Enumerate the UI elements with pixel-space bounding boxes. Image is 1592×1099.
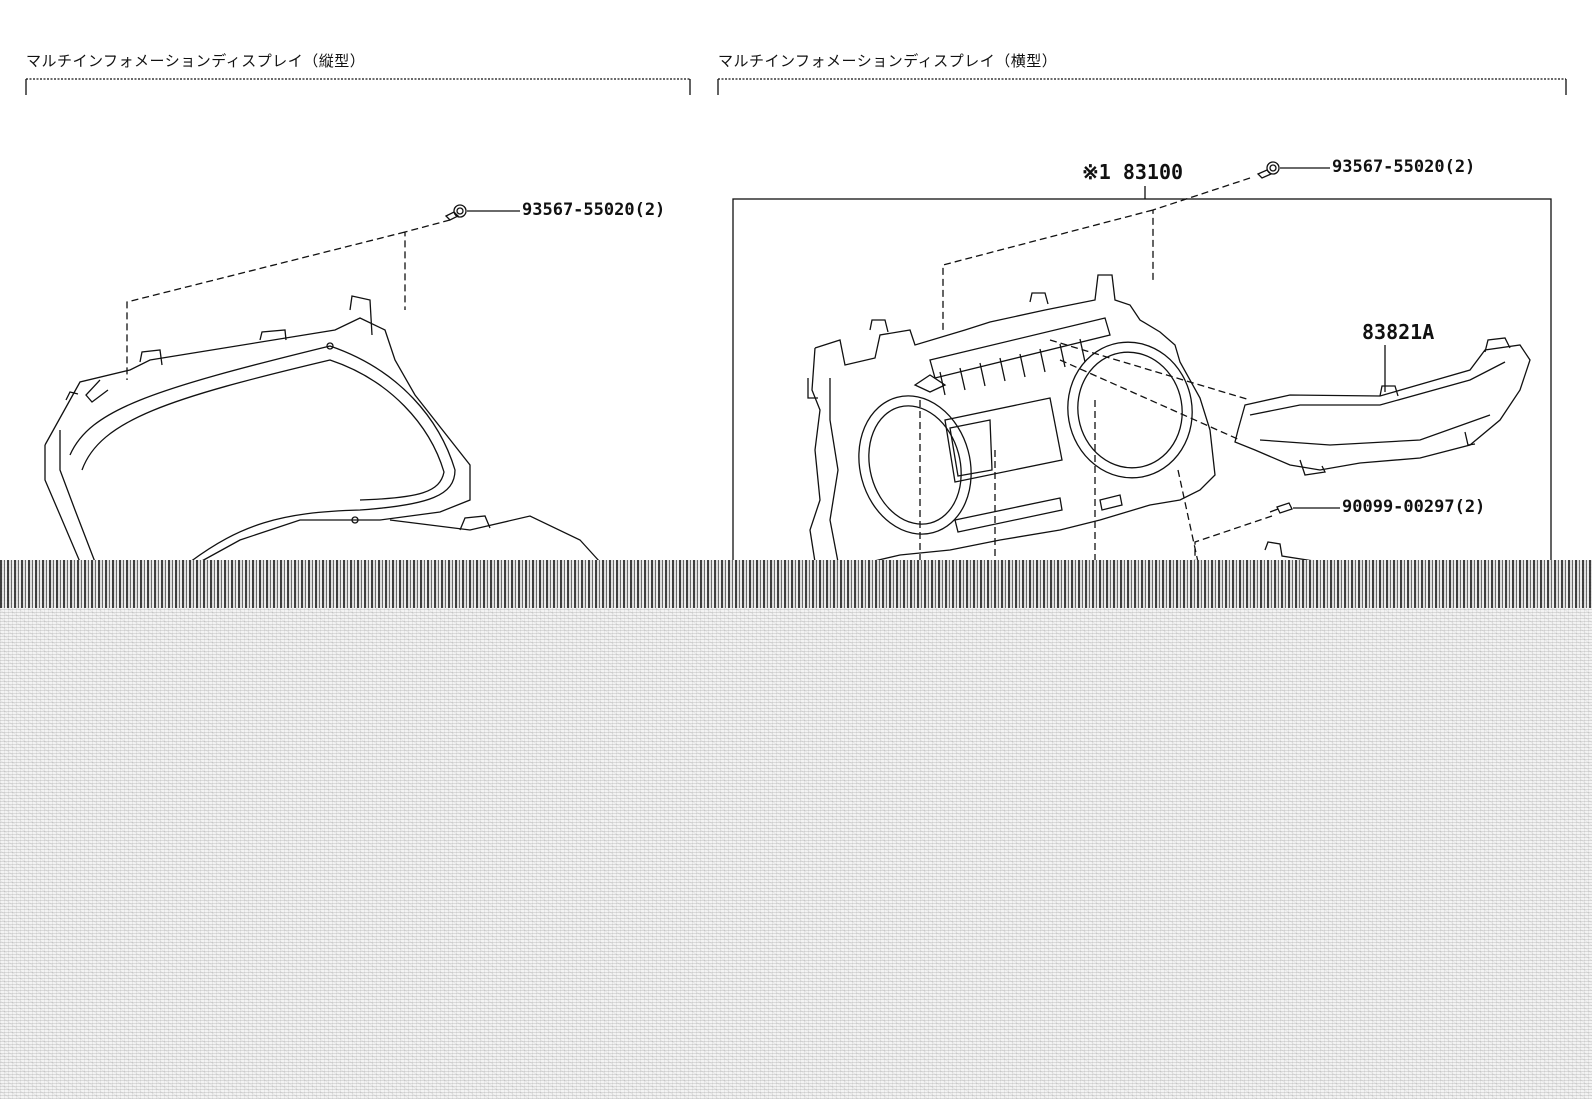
label-assembly: ※1 83100 [1082, 160, 1184, 184]
caption-right: マルチインフォメーションディスプレイ（横型） [718, 52, 1058, 70]
label-lens: 83821A [1362, 320, 1435, 344]
label-right-screw-top: 93567-55020(2) [1332, 157, 1476, 177]
right-cluster-housing [807, 274, 1216, 563]
screw-bottom-icon [1269, 502, 1293, 514]
bracket-right [717, 78, 1567, 95]
left-screw-icon [444, 204, 467, 221]
label-screw-bottom: 90099-00297(2) [1342, 497, 1486, 517]
corrupted-image-region [0, 560, 1592, 1099]
corrupted-band [0, 560, 1592, 608]
bracket-left [25, 78, 691, 95]
caption-left: マルチインフォメーションディスプレイ（縦型） [26, 52, 366, 70]
label-left-screw: 93567-55020(2) [522, 200, 666, 220]
lens-hood-part [1234, 337, 1531, 476]
right-screw-top-icon [1256, 161, 1280, 179]
left-cluster-housing [44, 295, 601, 563]
